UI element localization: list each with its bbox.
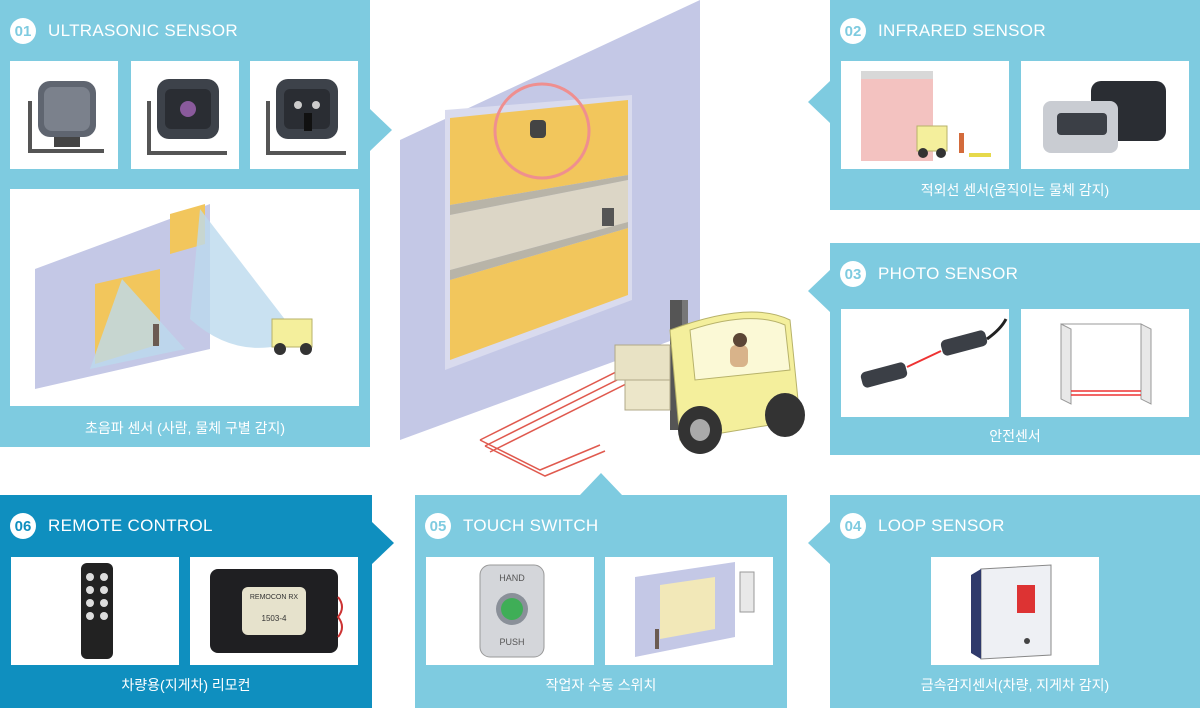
panel-remote-control[interactable]: 06 REMOTE CONTROL REMOCON RX 1503-4 차량용(… (0, 495, 372, 708)
panel-caption: 차량용(지게차) 리모컨 (121, 677, 251, 693)
loop-sensor-photo (931, 557, 1099, 665)
panel-title: REMOTE CONTROL (48, 516, 213, 535)
panel-caption: 작업자 수동 스위치 (545, 677, 657, 693)
receiver-label: REMOCON RX (250, 594, 299, 601)
panel-ultrasonic-sensor[interactable]: 01 ULTRASONIC SENSOR (0, 0, 370, 447)
ultrasonic-sensor-photo-2 (131, 61, 239, 169)
panel-caption: 안전센서 (989, 428, 1041, 444)
pointer-arrow (808, 270, 830, 312)
panel-infrared-sensor[interactable]: 02 INFRARED SENSOR 적외선 센서(움직이는 물체 감지) (830, 0, 1200, 210)
panel-number: 03 (840, 261, 866, 287)
panel-number: 04 (840, 513, 866, 539)
photo-sensor-photo (841, 309, 1009, 417)
receiver-code: 1503-4 (262, 614, 287, 623)
pointer-arrow (808, 522, 830, 564)
photo-sensor-door-diagram (1021, 309, 1189, 417)
panel-title: PHOTO SENSOR (878, 264, 1019, 283)
infrared-sensor-photo (1021, 61, 1189, 169)
touch-switch-photo: HAND PUSH (426, 557, 594, 665)
pointer-arrow (808, 81, 830, 123)
center-door-illustration (370, 0, 830, 495)
infrared-door-diagram (841, 61, 1009, 169)
switch-bottom-label: PUSH (499, 637, 524, 647)
panel-touch-switch[interactable]: 05 TOUCH SWITCH HAND PUSH 작업자 수동 스위치 (415, 495, 787, 708)
remote-transmitter-photo (11, 557, 179, 665)
pointer-arrow (372, 522, 394, 564)
panel-number: 05 (425, 513, 451, 539)
panel-number: 02 (840, 18, 866, 44)
ultrasonic-sensor-photo-3 (250, 61, 358, 169)
panel-caption: 금속감지센서(차량, 지게차 감지) (920, 677, 1110, 693)
panel-caption: 적외선 센서(움직이는 물체 감지) (920, 182, 1110, 198)
panel-title: ULTRASONIC SENSOR (48, 21, 238, 40)
panel-number: 01 (10, 18, 36, 44)
panel-title: INFRARED SENSOR (878, 21, 1046, 40)
pointer-arrow (370, 109, 392, 151)
panel-photo-sensor[interactable]: 03 PHOTO SENSOR 안전센서 (830, 243, 1200, 455)
panel-title: LOOP SENSOR (878, 516, 1005, 535)
touch-switch-door-diagram (605, 557, 773, 665)
ultrasonic-sensor-photo-1 (10, 61, 118, 169)
panel-loop-sensor[interactable]: 04 LOOP SENSOR 금속감지센서(차량, 지게차 감지) (830, 495, 1200, 708)
panel-title: TOUCH SWITCH (463, 516, 599, 535)
ultrasonic-detection-diagram (10, 189, 359, 406)
panel-number: 06 (10, 513, 36, 539)
panel-caption: 초음파 센서 (사람, 물체 구별 감지) (84, 420, 286, 436)
switch-top-label: HAND (499, 573, 525, 583)
remote-receiver-photo: REMOCON RX 1503-4 (190, 557, 358, 665)
high-speed-door-image (400, 0, 805, 477)
pointer-arrow (580, 473, 622, 495)
